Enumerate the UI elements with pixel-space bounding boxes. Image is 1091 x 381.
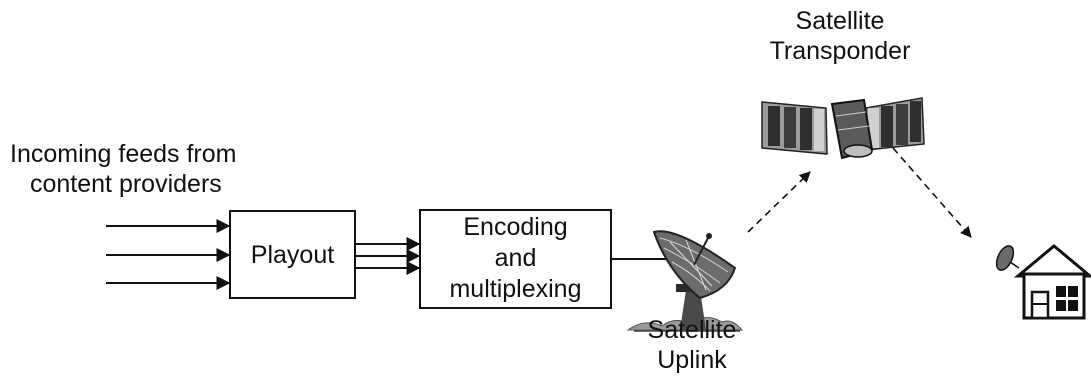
uplink-label-line-2: Uplink xyxy=(657,346,727,374)
incoming-feeds-label-line-1: Incoming feeds from xyxy=(10,140,237,168)
encoding-label-line-2: and xyxy=(494,244,537,272)
uplink-label-line-1: Satellite xyxy=(647,316,737,344)
satellite-dish-icon xyxy=(626,230,744,332)
satellite-to-receiver-arrow xyxy=(892,147,972,238)
house-with-dish-icon xyxy=(995,244,1091,320)
transponder-label-line-1: Satellite xyxy=(795,7,885,35)
encoding-multiplexing-box: Encoding and multiplexing xyxy=(419,209,612,309)
transponder-label-line-2: Transponder xyxy=(769,37,911,65)
incoming-feeds-label-line-2: content providers xyxy=(30,170,222,198)
incoming-feeds-label: Incoming feeds from content providers xyxy=(10,139,237,199)
encoding-label-line-3: multiplexing xyxy=(449,275,582,303)
satellite-icon xyxy=(761,97,925,160)
playout-box: Playout xyxy=(229,210,356,299)
uplink-to-satellite-arrow xyxy=(747,171,811,233)
encoding-label-line-1: Encoding xyxy=(463,213,568,241)
satellite-transponder-label: Satellite Transponder xyxy=(740,6,940,66)
satellite-uplink-label: Satellite Uplink xyxy=(632,315,752,375)
playout-label: Playout xyxy=(250,241,335,269)
